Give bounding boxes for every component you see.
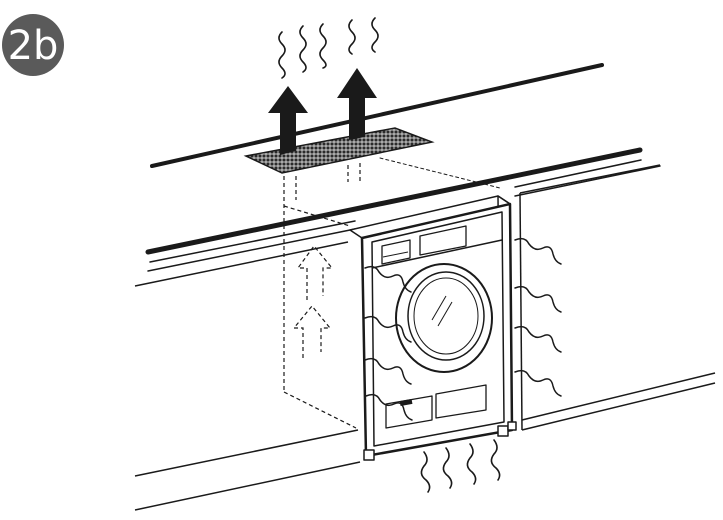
- heat-wave-icon: [278, 17, 379, 79]
- countertop: [145, 63, 661, 272]
- heat-wave-icon: [514, 237, 562, 397]
- right-cabinet: [519, 164, 716, 431]
- heat-wave-icon: [420, 439, 501, 493]
- step-badge: 2b: [2, 14, 64, 76]
- left-cabinet: [134, 241, 361, 511]
- heat-wave-icon: [364, 265, 413, 421]
- vent-grille: [243, 127, 435, 174]
- step-label: 2b: [8, 23, 59, 69]
- air-duct: [283, 163, 361, 429]
- dryer: [349, 195, 517, 461]
- airflow-arrow-icon: [268, 68, 377, 155]
